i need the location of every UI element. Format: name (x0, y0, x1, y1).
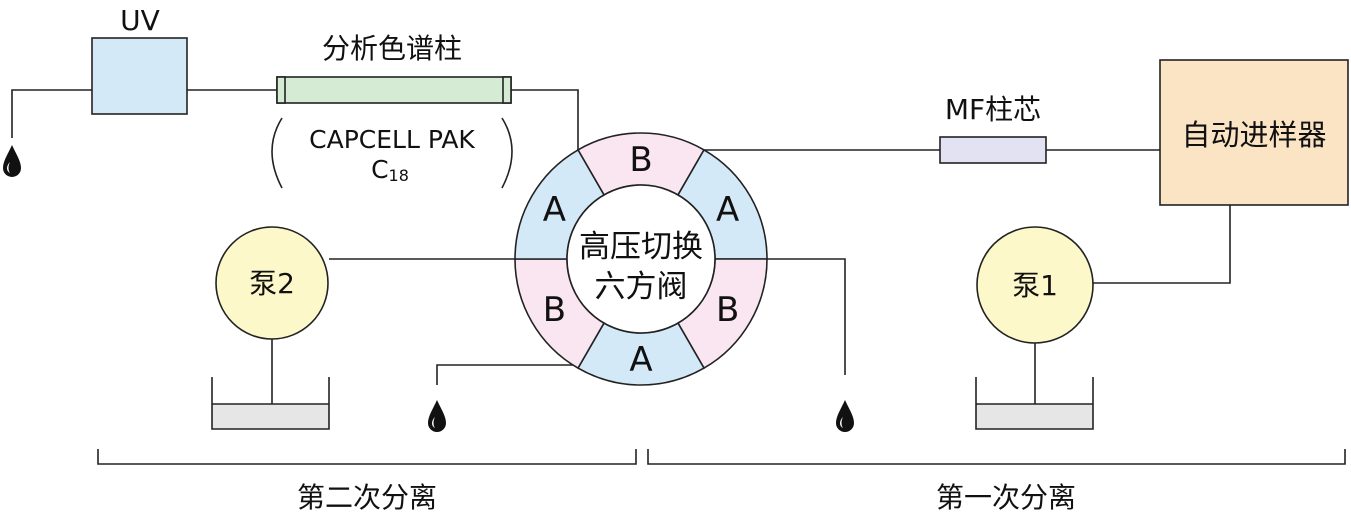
drop-icon-center (428, 400, 446, 432)
column-detail-line2-main: C (371, 155, 388, 184)
line-autosampler-to-pump1 (1093, 205, 1231, 284)
column-detail-line2-sub: 18 (389, 166, 409, 185)
column-detail-paren-left (271, 117, 283, 189)
reservoir-2 (211, 377, 330, 430)
pump-2-label: 泵2 (249, 267, 295, 300)
analytical-column-label: 分析色谱柱 (322, 32, 462, 65)
second-separation-label: 第二次分离 (297, 481, 437, 513)
reservoir-1-beaker (975, 377, 1094, 430)
line-valve-to-waste-right (762, 258, 846, 375)
tubing-lines (11, 89, 1231, 416)
waste-drops (3, 145, 854, 432)
valve-rotor (566, 184, 716, 334)
mf-cartridge-label: MF柱芯 (945, 93, 1041, 126)
uv-detector-box (91, 37, 188, 115)
reservoir-2-beaker (211, 377, 330, 430)
column-detail-line1: CAPCELL PAK (309, 125, 475, 154)
section-brackets: 第二次分离 第一次分离 (97, 449, 1346, 513)
mf-cartridge: MF柱芯 (939, 93, 1047, 164)
valve-port-label-2: A (716, 190, 739, 230)
reservoir-2-liquid (212, 404, 329, 429)
uv-label: UV (120, 4, 160, 37)
column-detail-paren-right (501, 117, 513, 189)
valve-port-label-4: A (629, 340, 652, 380)
bracket-first-separation (647, 449, 1346, 465)
column-detail-line2: C18 (371, 155, 409, 185)
autosampler-label: 自动进样器 (1181, 118, 1326, 152)
valve-port-label-5: B (543, 290, 566, 330)
analytical-column: 分析色谱柱 CAPCELL PAK C18 (271, 32, 513, 189)
valve-label-line1: 高压切换 (579, 229, 703, 265)
pump-1-label: 泵1 (1012, 269, 1058, 302)
line-column-to-valve (511, 89, 579, 150)
pump-1-circle (976, 226, 1094, 344)
line-uv-to-waste-left (11, 89, 92, 138)
mf-cartridge-body (939, 136, 1047, 164)
analytical-column-body (276, 76, 512, 104)
valve-port-label-6: A (543, 190, 566, 230)
pump-2-circle (215, 226, 329, 340)
analytical-column-end-right (502, 76, 512, 104)
analytical-column-end-left (276, 76, 286, 104)
bracket-second-separation (97, 449, 637, 465)
valve-label-line2: 六方阀 (595, 269, 688, 305)
autosampler: 自动进样器 (1159, 59, 1349, 206)
reservoir-1 (975, 377, 1094, 430)
drop-icon-right (836, 400, 854, 432)
line-valve-to-waste-center (436, 364, 578, 385)
autosampler-box (1159, 59, 1349, 206)
pump-2: 泵2 (215, 226, 329, 340)
pump-1: 泵1 (976, 226, 1094, 344)
first-separation-label: 第一次分离 (936, 481, 1076, 513)
valve-port-label-1: B (629, 140, 652, 180)
valve-port-label-3: B (716, 290, 739, 330)
reservoir-1-liquid (976, 404, 1093, 429)
drop-icon-left (3, 145, 21, 177)
uv-detector: UV (91, 4, 188, 115)
